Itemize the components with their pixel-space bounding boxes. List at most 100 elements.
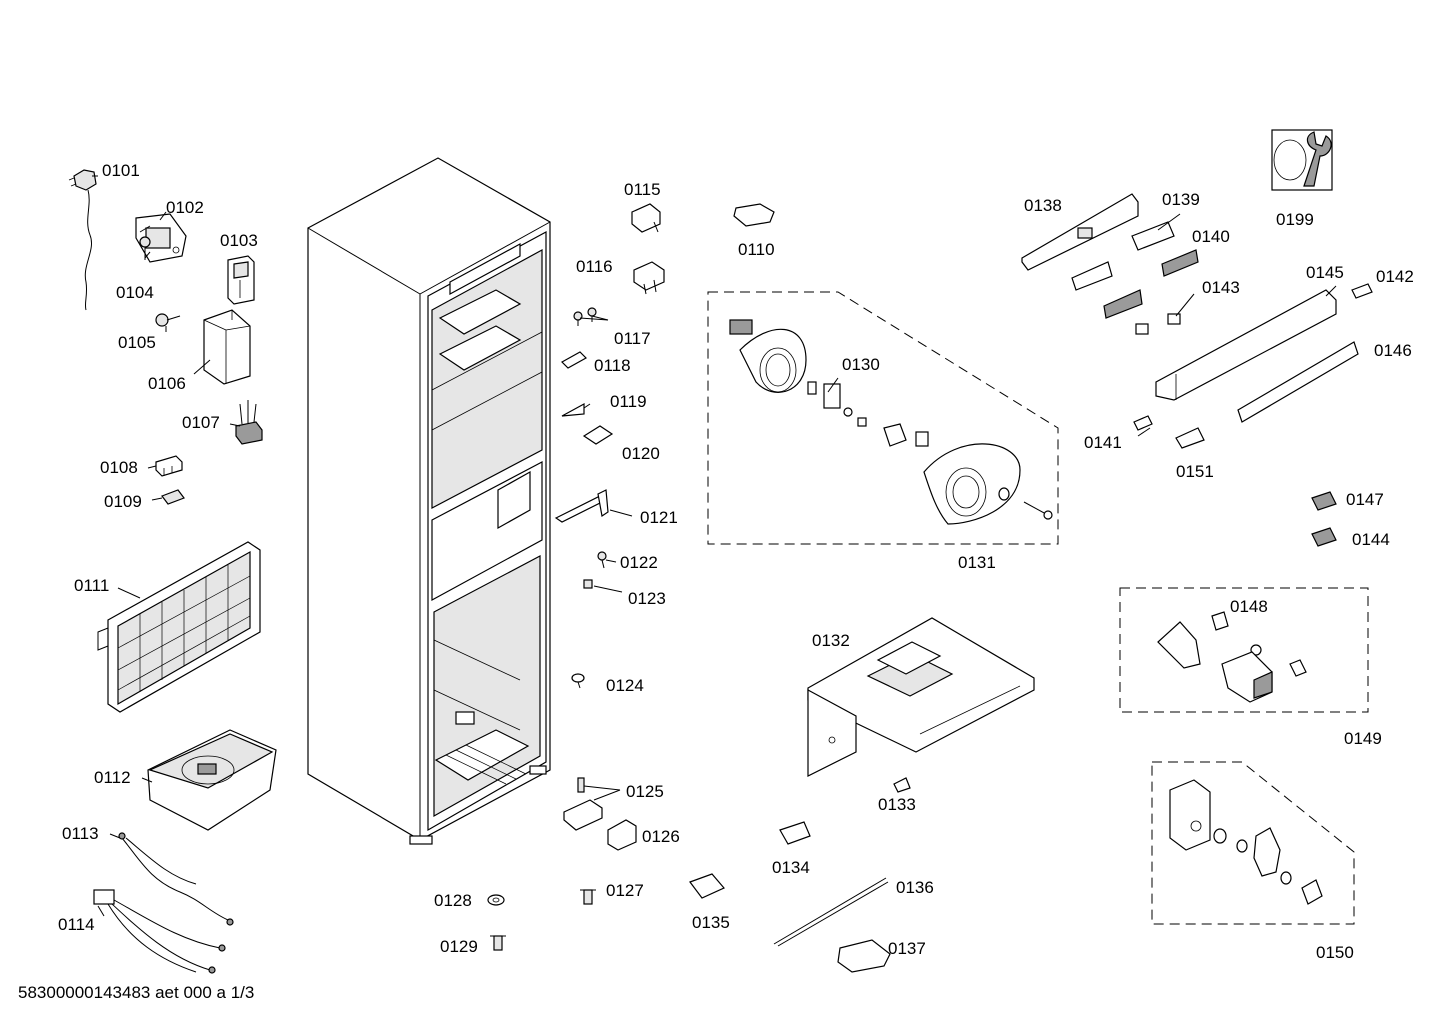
label-0142[interactable]: 0142 xyxy=(1376,267,1414,286)
group-0150-boundary xyxy=(1151,761,1355,925)
part-0137-cap xyxy=(837,939,891,973)
part-0127-bolt xyxy=(580,889,596,905)
part-0151-cap xyxy=(1175,427,1205,449)
part-0199-tool-icon xyxy=(1271,129,1333,191)
label-0133[interactable]: 0133 xyxy=(878,795,916,814)
label-0132[interactable]: 0132 xyxy=(812,631,850,650)
part-0108-terminal xyxy=(155,455,183,477)
part-fan-assembly xyxy=(729,319,1053,525)
label-0135[interactable]: 0135 xyxy=(692,913,730,932)
part-lamp-assembly xyxy=(1157,611,1307,703)
label-0125[interactable]: 0125 xyxy=(626,782,664,801)
label-0106[interactable]: 0106 xyxy=(148,374,186,393)
part-0109-clip xyxy=(161,489,185,505)
group-0131-boundary xyxy=(707,291,1059,545)
part-0124-button xyxy=(571,673,585,689)
part-labels: 0101 0102 0103 0104 0105 0106 0107 0108 … xyxy=(58,161,1414,962)
label-0101[interactable]: 0101 xyxy=(102,161,140,180)
part-0112-drip-tray xyxy=(147,729,277,831)
label-0134[interactable]: 0134 xyxy=(772,858,810,877)
label-0113[interactable]: 0113 xyxy=(62,824,99,843)
part-0128-washer xyxy=(487,894,505,906)
label-0107[interactable]: 0107 xyxy=(182,413,220,432)
part-0146-strip xyxy=(1237,341,1359,423)
label-0115[interactable]: 0115 xyxy=(624,180,661,199)
label-0150[interactable]: 0150 xyxy=(1316,943,1354,962)
label-0138[interactable]: 0138 xyxy=(1024,196,1062,215)
label-0103[interactable]: 0103 xyxy=(220,231,258,250)
part-0145-panel xyxy=(1155,285,1337,401)
label-0137[interactable]: 0137 xyxy=(888,939,926,958)
group-0149-boundary xyxy=(1119,587,1369,713)
label-0120[interactable]: 0120 xyxy=(622,444,660,463)
part-0111-condenser xyxy=(97,541,261,713)
label-0129[interactable]: 0129 xyxy=(440,937,478,956)
label-0147[interactable]: 0147 xyxy=(1346,490,1384,509)
part-0105-screw xyxy=(155,313,181,327)
label-0114[interactable]: 0114 xyxy=(58,915,95,934)
label-0130[interactable]: 0130 xyxy=(842,355,880,374)
label-0146[interactable]: 0146 xyxy=(1374,341,1412,360)
document-id: 58300000143483 aet 000 a 1/3 xyxy=(18,983,254,1002)
part-0133-clip xyxy=(893,777,911,793)
leader-lines xyxy=(92,175,1195,917)
label-0145[interactable]: 0145 xyxy=(1306,263,1344,282)
part-0102-relay-housing xyxy=(135,213,187,263)
part-0141-clip xyxy=(1133,415,1153,431)
label-0110[interactable]: 0110 xyxy=(738,240,775,259)
part-0126-cover xyxy=(607,819,637,851)
part-0125-hinge xyxy=(563,777,603,831)
label-0126[interactable]: 0126 xyxy=(642,827,680,846)
part-0147-connector xyxy=(1311,491,1337,511)
part-0140-display xyxy=(1161,249,1199,277)
part-0121-hinge-rail xyxy=(554,489,609,523)
label-0118[interactable]: 0118 xyxy=(594,356,631,375)
label-0102[interactable]: 0102 xyxy=(166,198,204,217)
label-0112[interactable]: 0112 xyxy=(94,768,131,787)
label-0143[interactable]: 0143 xyxy=(1202,278,1240,297)
label-0116[interactable]: 0116 xyxy=(576,257,613,276)
label-0111[interactable]: 0111 xyxy=(74,576,109,595)
part-0118-clip xyxy=(561,351,587,369)
label-0119[interactable]: 0119 xyxy=(610,392,647,411)
part-0115-bracket xyxy=(631,203,661,233)
label-0141[interactable]: 0141 xyxy=(1084,433,1122,452)
label-0199[interactable]: 0199 xyxy=(1276,210,1314,229)
label-0148[interactable]: 0148 xyxy=(1230,597,1268,616)
label-0127[interactable]: 0127 xyxy=(606,881,644,900)
part-0116-bracket xyxy=(633,261,665,295)
label-0109[interactable]: 0109 xyxy=(104,492,142,511)
label-0139[interactable]: 0139 xyxy=(1162,190,1200,209)
label-0108[interactable]: 0108 xyxy=(100,458,138,477)
label-0136[interactable]: 0136 xyxy=(896,878,934,897)
label-0149[interactable]: 0149 xyxy=(1344,729,1382,748)
part-0123-plug xyxy=(583,579,593,589)
label-0144[interactable]: 0144 xyxy=(1352,530,1390,549)
label-0128[interactable]: 0128 xyxy=(434,891,472,910)
part-0113-harness xyxy=(118,832,234,926)
label-0117[interactable]: 0117 xyxy=(614,329,651,348)
label-0104[interactable]: 0104 xyxy=(116,283,154,302)
part-0119-wedge xyxy=(561,402,585,417)
part-0139-bracket xyxy=(1131,221,1175,251)
label-0121[interactable]: 0121 xyxy=(640,508,678,527)
label-0151[interactable]: 0151 xyxy=(1176,462,1214,481)
label-0105[interactable]: 0105 xyxy=(118,333,156,352)
part-0129-screw xyxy=(490,935,506,951)
part-0117-screws xyxy=(573,307,597,326)
label-0131[interactable]: 0131 xyxy=(958,553,996,572)
part-cabinet xyxy=(307,157,551,845)
part-0143-buttons xyxy=(1135,313,1181,335)
label-0123[interactable]: 0123 xyxy=(628,589,666,608)
part-0107-capacitor xyxy=(235,400,263,445)
part-0138-control-board xyxy=(1021,193,1139,271)
label-0122[interactable]: 0122 xyxy=(620,553,658,572)
label-0140[interactable]: 0140 xyxy=(1192,227,1230,246)
part-0122-screw xyxy=(597,551,607,569)
part-0103-relay xyxy=(227,255,255,305)
part-display-left xyxy=(1071,261,1143,319)
part-0132-channel xyxy=(807,617,1035,777)
label-0124[interactable]: 0124 xyxy=(606,676,644,695)
part-0144-connector xyxy=(1311,527,1337,547)
